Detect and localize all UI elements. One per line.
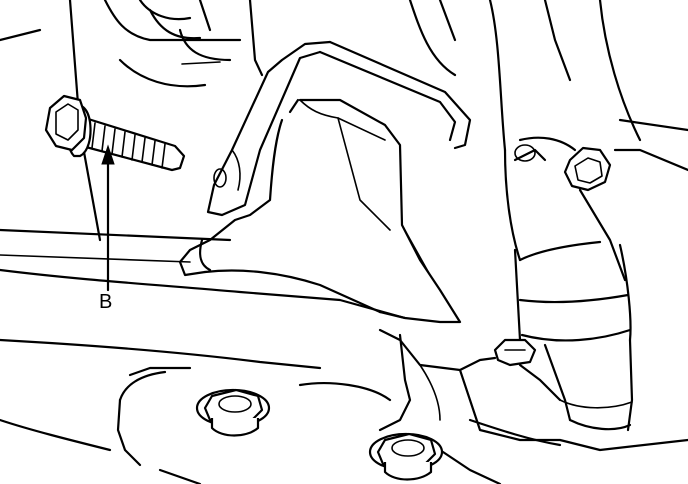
subframe-bolt-right (368, 432, 444, 481)
flange-bolt (44, 94, 186, 172)
callout-b-arrow (101, 144, 115, 292)
right-flange-bolt (513, 136, 612, 192)
engine-block-outline (0, 0, 457, 263)
bracket (206, 40, 472, 217)
small-nut (493, 338, 537, 367)
subframe-bolt-left (195, 388, 271, 437)
damper-cylinder (488, 0, 688, 432)
callout-b-label: B (99, 291, 113, 313)
mount-housing (178, 98, 462, 324)
subframe (0, 268, 688, 484)
